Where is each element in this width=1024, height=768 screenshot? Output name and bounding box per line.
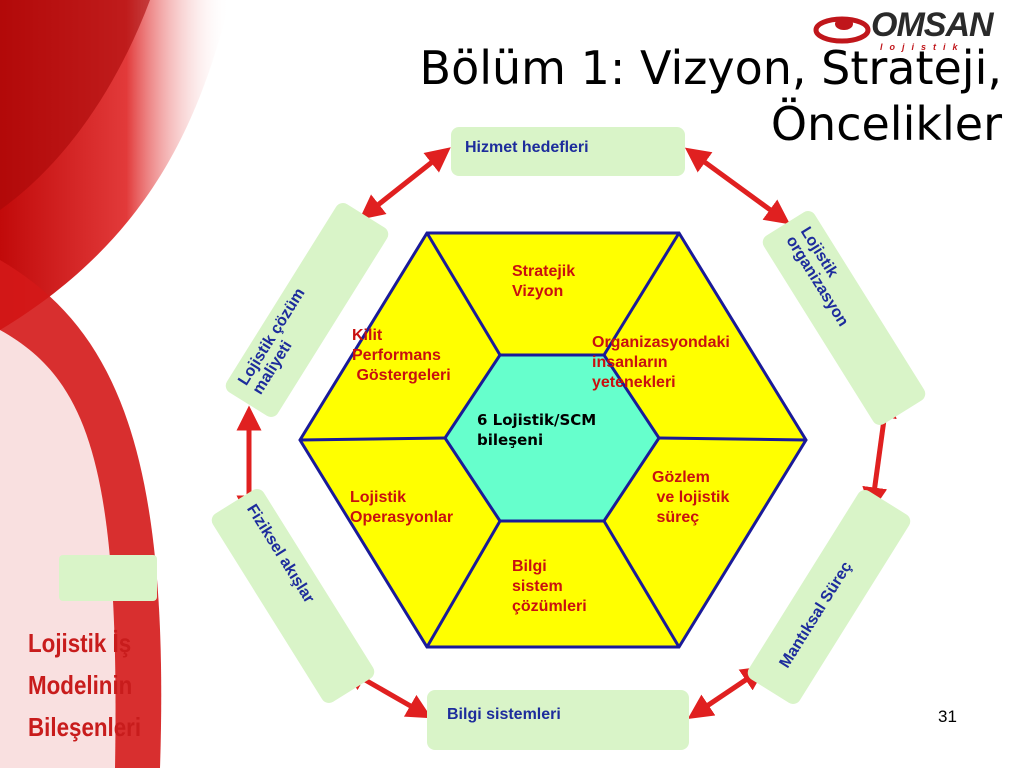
segment-kilit-performans: Kilit Performans Göstergeleri [352,327,451,384]
side-green-box [59,555,157,601]
segment-gozlem-surec: Gözlem ve lojistik süreç [652,469,730,526]
divider-left [299,436,446,442]
box-hizmet-hedefleri: Hizmet hedefleri [451,127,685,176]
page-title: Bölüm 1: Vizyon, Strateji, Öncelikler [282,40,1002,152]
box-hizmet-hedefleri-label: Hizmet hedefleri [465,139,589,156]
divider-bottom-right [602,520,681,648]
segment-stratejik-vizyon: Stratejik Vizyon [512,263,576,300]
divider-bottom-left [425,520,502,648]
logo-subtext: lojistik [880,42,965,52]
side-title-text: Lojistik İş Modelinin Bileşenleri [28,628,142,742]
arrow-mantiksal-bilgisistemleri [687,666,767,719]
divider-right [658,436,807,442]
box-bilgi-sistemleri-label: Bilgi sistemleri [447,706,561,723]
divider-top-left [425,232,502,356]
title-text: Bölüm 1: Vizyon, Strateji, Öncelikler [419,41,1002,151]
arrow-hizmet-organizasyon [684,147,791,225]
arrow-hizmet-maliyet [359,147,451,220]
segment-organizasyon-yetenekleri: Organizasyondaki insanların yetenekleri [592,334,730,391]
center-label: 6 Lojistik/SCM bileşeni [477,411,597,449]
page-number: 31 [938,707,957,726]
segment-lojistik-operasyonlar: Lojistik Operasyonlar [350,489,454,526]
divider-top-right [602,232,681,356]
segment-bilgi-sistem-cozumleri: Bilgi sistem çözümleri [512,558,587,615]
side-title: Lojistik İş Modelinin Bileşenleri [28,622,183,748]
logo-text: OMSAN [871,6,994,44]
logo-swoosh-icon [813,16,871,44]
box-bilgi-sistemleri: Bilgi sistemleri [427,690,689,750]
